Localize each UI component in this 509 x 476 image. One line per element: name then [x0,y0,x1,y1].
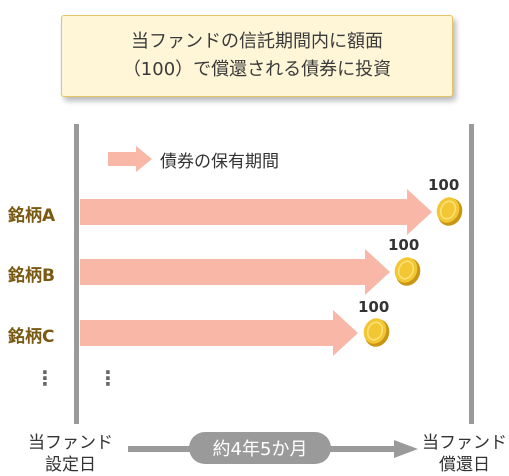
headline-line-2: （100）で償還される債券に投資 [122,59,392,80]
bond-b-holding-arrow [80,249,390,295]
bond-a-redemption-value: 100 [428,176,460,194]
legend-label: 債券の保有期間 [160,152,279,172]
more-bonds-ellipsis-right: ⋮ [98,366,118,390]
bond-b-redemption-value: 100 [388,236,420,254]
headline-callout: 当ファンドの信託期間内に額面 （100）で償還される債券に投資 [61,15,453,97]
duration-pill: 約4年5か月 [189,432,331,464]
end-date-label-line-2: 償還日 [439,455,490,475]
bond-c-redemption-value: 100 [358,298,390,316]
end-date-label-line-1: 当ファンド [422,433,507,453]
headline-line-1: 当ファンドの信託期間内に額面 [131,31,383,52]
bond-a-holding-arrow [80,189,432,235]
end-date-line [469,124,474,424]
start-date-line [74,124,79,424]
coin-icon [394,257,421,286]
more-bonds-ellipsis-left: ⋮ [35,366,55,390]
start-date-label-line-1: 当ファンド [28,433,113,453]
bond-a-label: 銘柄A [8,206,56,226]
bond-b-label: 銘柄B [8,266,55,286]
start-date-label-line-2: 設定日 [45,455,96,475]
legend-arrow-icon [108,146,152,172]
coin-icon [436,197,463,226]
bond-c-label: 銘柄C [8,327,55,347]
bond-c-holding-arrow [80,310,358,356]
start-date-label: 当ファンド 設定日 [28,432,113,476]
end-date-label: 当ファンド 償還日 [422,432,507,476]
coin-icon [363,318,390,347]
